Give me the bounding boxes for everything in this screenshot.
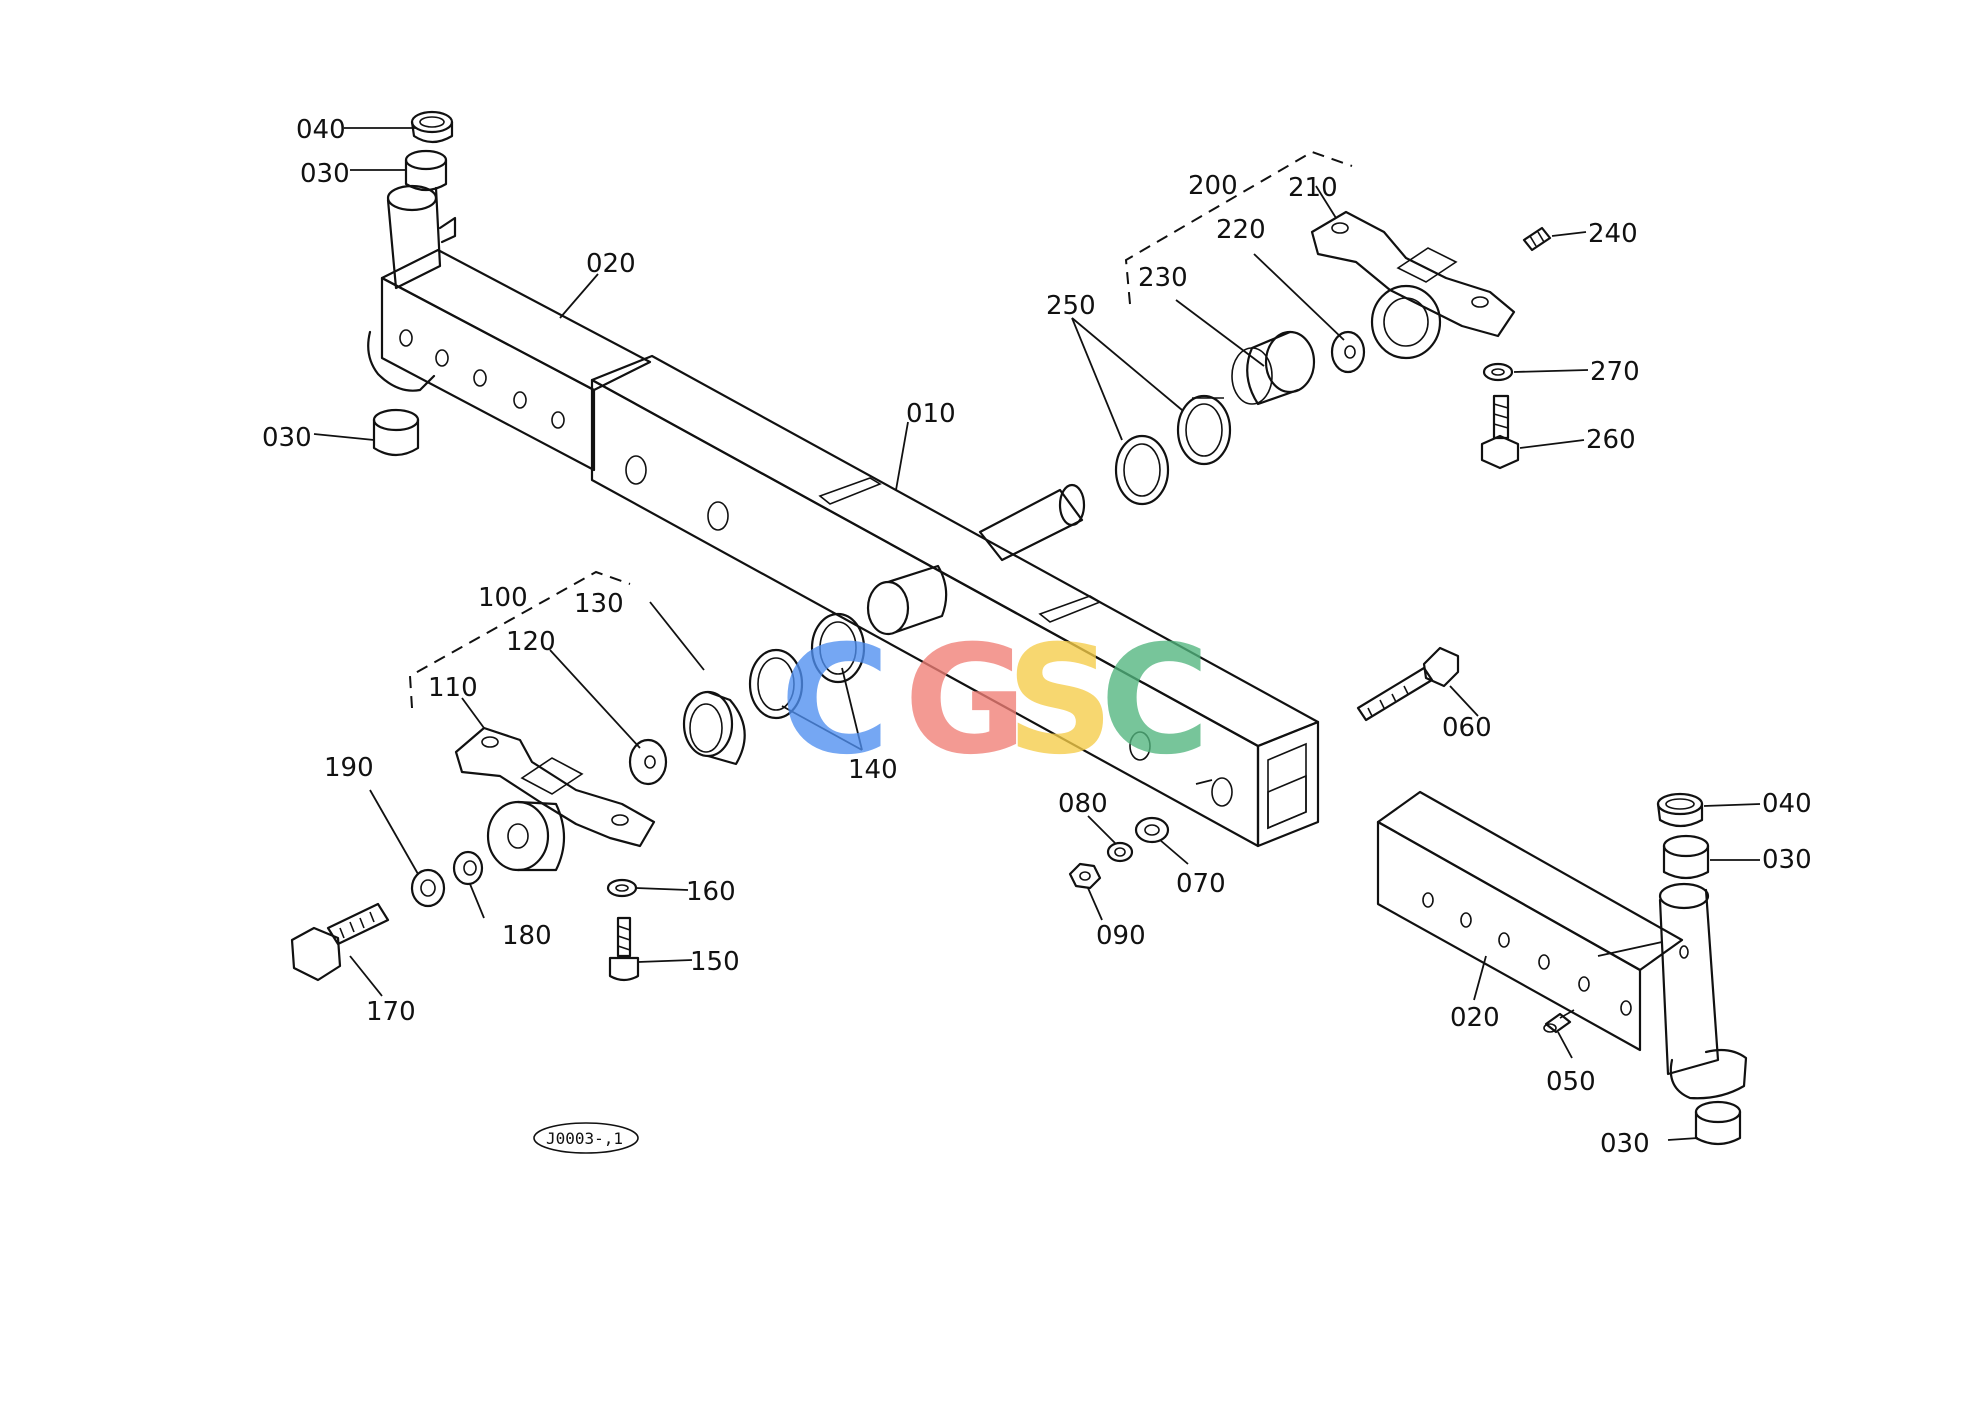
bolt-170 xyxy=(290,902,390,982)
cap-040-right xyxy=(1656,792,1704,828)
group-bracket-200 xyxy=(1124,150,1353,305)
seal-250-b xyxy=(1114,434,1170,506)
bushing-230 xyxy=(1231,330,1316,406)
collar-070 xyxy=(1134,816,1170,844)
label-150: 150 xyxy=(690,947,740,977)
washer-160 xyxy=(606,878,638,898)
part-labels: 040 030 030 020 010 200 210 220 230 250 … xyxy=(262,115,1812,1159)
label-180: 180 xyxy=(502,921,552,951)
label-090: 090 xyxy=(1096,921,1146,951)
bushing-030-left xyxy=(372,408,420,457)
label-100: 100 xyxy=(478,583,528,613)
label-250: 250 xyxy=(1046,291,1096,321)
bracket-210 xyxy=(1310,210,1516,360)
label-140: 140 xyxy=(848,755,898,785)
watermark-letter-4: C xyxy=(1100,614,1210,788)
bolt-150 xyxy=(608,916,640,982)
seal-250-a xyxy=(1176,394,1232,466)
bushing-030-right xyxy=(1662,834,1710,880)
axle-extension-right-020 xyxy=(1376,790,1748,1100)
watermark-letter-1: C xyxy=(780,614,890,788)
label-130: 130 xyxy=(574,589,624,619)
label-020-left: 020 xyxy=(586,249,636,279)
watermark-logo: C G S C xyxy=(780,614,1210,788)
label-080: 080 xyxy=(1058,789,1108,819)
label-170: 170 xyxy=(366,997,416,1027)
washer-120 xyxy=(628,738,668,786)
label-240: 240 xyxy=(1588,219,1638,249)
seal-140-a xyxy=(748,648,804,720)
label-030-bottom-right: 030 xyxy=(1600,1129,1650,1159)
bolt-260 xyxy=(1480,394,1520,470)
axle-extension-left-020 xyxy=(367,184,652,472)
bracket-110 xyxy=(454,726,656,872)
label-190: 190 xyxy=(324,753,374,783)
bushing-130 xyxy=(682,690,746,766)
label-230: 230 xyxy=(1138,263,1188,293)
label-110: 110 xyxy=(428,673,478,703)
label-030-right: 030 xyxy=(1762,845,1812,875)
label-050: 050 xyxy=(1546,1067,1596,1097)
nut-090 xyxy=(1068,862,1102,890)
watermark-letter-3: S xyxy=(1006,614,1114,788)
watermark-letter-2: G xyxy=(904,614,1027,788)
leader-lines xyxy=(313,127,1761,1141)
bushing-030-bottom-right xyxy=(1694,1100,1742,1146)
drawing-code-stamp: J0003-,1 xyxy=(533,1122,639,1154)
seal-140-b xyxy=(810,612,866,684)
cap-040-top-left xyxy=(410,110,454,144)
label-200: 200 xyxy=(1188,171,1238,201)
axle-beam-010 xyxy=(590,354,1320,848)
label-040-top-left: 040 xyxy=(296,115,346,145)
washer-270 xyxy=(1482,362,1514,382)
washer-180 xyxy=(452,850,484,886)
plug-240 xyxy=(1522,226,1552,252)
drawing-code: J0003-,1 xyxy=(546,1129,623,1148)
label-030-left: 030 xyxy=(262,423,312,453)
bushing-030-top-left xyxy=(404,149,448,192)
label-040-right: 040 xyxy=(1762,789,1812,819)
label-070: 070 xyxy=(1176,869,1226,899)
collar-190 xyxy=(410,868,446,908)
label-030-top-left: 030 xyxy=(300,159,350,189)
washer-220 xyxy=(1330,330,1366,374)
label-210: 210 xyxy=(1288,173,1338,203)
label-010: 010 xyxy=(906,399,956,429)
label-120: 120 xyxy=(506,627,556,657)
label-270: 270 xyxy=(1590,357,1640,387)
label-020-right: 020 xyxy=(1450,1003,1500,1033)
grease-nipple-050 xyxy=(1543,1009,1575,1034)
label-060: 060 xyxy=(1442,713,1492,743)
label-220: 220 xyxy=(1216,215,1266,245)
pivot-sleeve xyxy=(866,564,948,636)
group-bracket-100 xyxy=(408,570,631,709)
lock-washer-080 xyxy=(1106,841,1134,863)
label-260: 260 xyxy=(1586,425,1636,455)
bolt-060 xyxy=(1356,646,1460,722)
label-160: 160 xyxy=(686,877,736,907)
